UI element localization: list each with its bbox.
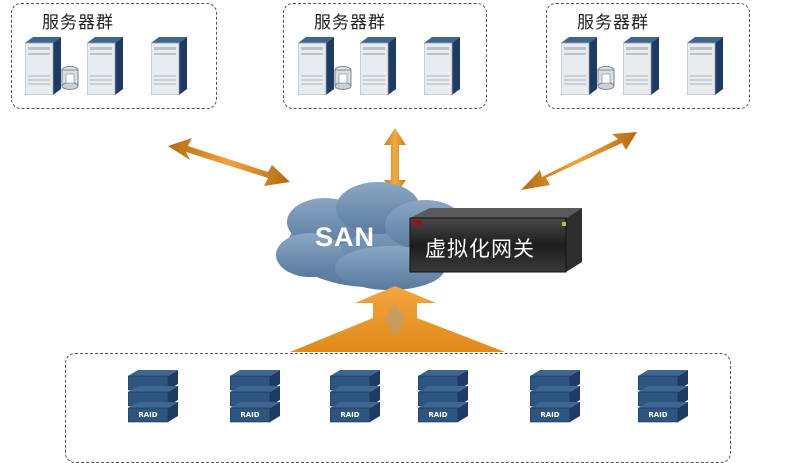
san-label: SAN	[315, 222, 376, 252]
server-icon	[150, 37, 187, 99]
raid-label: RAID	[138, 411, 158, 419]
database-disk-icon	[61, 66, 79, 94]
database-disk-icon	[597, 66, 615, 94]
server-group-label: 服务器群	[42, 13, 114, 33]
raid-storage-icon: RAID	[529, 368, 580, 428]
server-group-label: 服务器群	[314, 13, 386, 33]
database-disk-icon	[334, 66, 352, 94]
raid-label: RAID	[240, 411, 260, 419]
server-icon	[560, 37, 597, 99]
raid-label: RAID	[428, 411, 448, 419]
raid-storage-icon: RAID	[637, 368, 688, 428]
diagram-canvas	[168, 128, 637, 352]
raid-storage-icon: RAID	[127, 368, 178, 428]
server-icon	[359, 37, 396, 99]
virtualization-gateway	[409, 208, 582, 273]
server-icon	[24, 37, 61, 99]
raid-storage-icon: RAID	[417, 368, 468, 428]
arrow-right-server-link	[521, 132, 637, 190]
server-icon	[686, 37, 723, 99]
gateway-label: 虚拟化网关	[425, 237, 535, 261]
server-group-label: 服务器群	[577, 13, 649, 33]
raid-label: RAID	[340, 411, 360, 419]
server-icon	[297, 37, 334, 99]
arrow-left-server-link	[168, 138, 290, 186]
raid-storage-icon: RAID	[229, 368, 280, 428]
raid-label: RAID	[540, 411, 560, 419]
raid-label: RAID	[648, 411, 668, 419]
arrow-storage-up	[290, 286, 505, 352]
raid-storage-icon: RAID	[329, 368, 380, 428]
arrow-center-server-link	[384, 128, 406, 196]
server-icon	[622, 37, 659, 99]
server-icon	[423, 37, 460, 99]
server-icon	[86, 37, 123, 99]
